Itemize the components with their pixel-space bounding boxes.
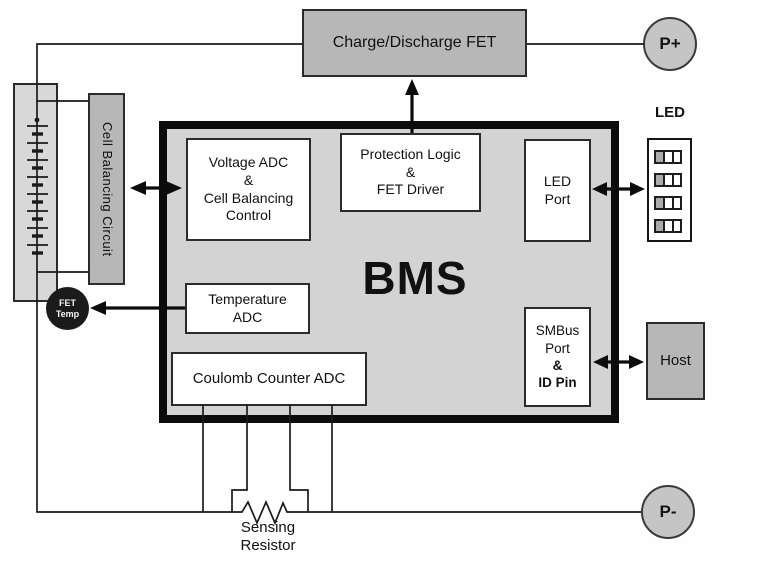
- cell-balancing-circuit-label: Cell Balancing Circuit: [99, 121, 115, 257]
- fet-temp-line1: FET: [59, 297, 76, 308]
- bms-title: BMS: [362, 252, 468, 304]
- host-box: Host: [646, 322, 705, 400]
- protection-line3: FET Driver: [376, 181, 445, 198]
- led-port-box: LED Port: [524, 139, 591, 242]
- led-segment: [656, 152, 665, 162]
- protection-logic-box: Protection Logic & FET Driver: [340, 133, 481, 212]
- led-indicator: [654, 196, 682, 210]
- led-segment: [656, 221, 665, 231]
- smbus-line1: SMBus: [535, 323, 580, 339]
- fet-temp-sensor: FET Temp: [46, 287, 89, 330]
- led-segment: [674, 152, 680, 162]
- protection-line1: Protection Logic: [360, 145, 461, 162]
- voltage-adc-line2: &: [243, 171, 254, 188]
- led-indicator: [654, 150, 682, 164]
- led-segment: [665, 152, 674, 162]
- led-segment: [665, 175, 674, 185]
- sensing-resistor-line1: Sensing: [240, 519, 296, 536]
- led-bank-label: LED: [655, 104, 685, 121]
- led-indicator: [654, 219, 682, 233]
- fet-temp-line2: Temp: [55, 308, 80, 319]
- smbus-line3: &: [552, 358, 563, 373]
- voltage-adc-box: Voltage ADC & Cell Balancing Control: [186, 138, 311, 241]
- led-segment: [665, 198, 674, 208]
- led-indicator: [654, 173, 682, 187]
- voltage-adc-line1: Voltage ADC: [208, 153, 289, 170]
- p-minus-terminal: P-: [641, 485, 695, 539]
- coulomb-counter-adc-box: Coulomb Counter ADC: [171, 352, 367, 406]
- led-port-line1: LED: [543, 172, 572, 189]
- led-port-line2: Port: [544, 190, 571, 207]
- sensing-resistor-line2: Resistor: [240, 537, 296, 554]
- voltage-adc-line4: Control: [225, 207, 272, 224]
- led-bank-box: [647, 138, 692, 242]
- led-segment: [656, 198, 665, 208]
- p-plus-label: P+: [659, 34, 681, 54]
- p-minus-label: P-: [659, 502, 677, 522]
- sensing-resistor-label: Sensing Resistor: [213, 519, 323, 555]
- cell-balancing-circuit-box: Cell Balancing Circuit: [88, 93, 125, 285]
- battery-pack-box: [13, 83, 58, 302]
- voltage-adc-line3: Cell Balancing: [203, 189, 294, 206]
- coulomb-counter-adc-label: Coulomb Counter ADC: [192, 370, 346, 388]
- protection-line2: &: [405, 163, 416, 180]
- led-segment: [656, 175, 665, 185]
- led-segment: [674, 221, 680, 231]
- smbus-line2: Port: [545, 340, 570, 356]
- smbus-line4: ID Pin: [538, 375, 577, 391]
- host-label: Host: [660, 352, 691, 370]
- temperature-adc-line2: ADC: [232, 308, 263, 325]
- charge-discharge-fet-label: Charge/Discharge FET: [332, 33, 497, 51]
- smbus-port-box: SMBus Port & ID Pin: [524, 307, 591, 407]
- charge-discharge-fet-box: Charge/Discharge FET: [302, 9, 527, 77]
- led-segment: [674, 198, 680, 208]
- led-segment: [674, 175, 680, 185]
- led-segment: [665, 221, 674, 231]
- temperature-adc-box: Temperature ADC: [185, 283, 310, 334]
- temperature-adc-line1: Temperature: [208, 290, 287, 307]
- p-plus-terminal: P+: [643, 17, 697, 71]
